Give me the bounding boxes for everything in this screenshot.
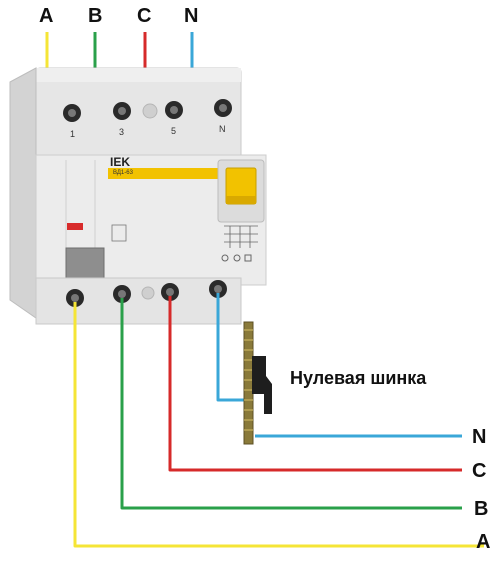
device-model: ВД1-63 bbox=[113, 170, 133, 176]
status-indicator bbox=[67, 223, 83, 230]
wire-a-out bbox=[73, 302, 484, 548]
label-right-n: N bbox=[472, 426, 487, 448]
label-top-b: B bbox=[88, 5, 103, 27]
terminal-label-5: 5 bbox=[171, 126, 177, 136]
neutral-busbar bbox=[243, 321, 272, 445]
busbar-holder bbox=[252, 356, 272, 414]
label-top-c: C bbox=[137, 5, 152, 27]
incoming-wires bbox=[45, 32, 194, 74]
wire-b-out bbox=[120, 298, 462, 510]
test-hole bbox=[142, 103, 158, 119]
circuit-schematic bbox=[224, 225, 258, 248]
brand-stripe bbox=[108, 168, 218, 179]
terminal-label-1: 1 bbox=[70, 129, 76, 139]
label-top-n: N bbox=[184, 5, 199, 27]
busbar-label: Нулевая шинка bbox=[290, 368, 427, 388]
terminal-label-n: N bbox=[219, 124, 226, 134]
terminal-label-3: 3 bbox=[119, 127, 125, 137]
label-right-b: B bbox=[474, 498, 489, 520]
test-button bbox=[65, 247, 105, 279]
label-top-a: A bbox=[39, 5, 54, 27]
rcd-device bbox=[9, 67, 267, 325]
label-right-a: A bbox=[476, 531, 491, 553]
wire-c-out bbox=[168, 296, 462, 472]
wire-n-to-busbar bbox=[216, 293, 244, 402]
outgoing-wires bbox=[73, 293, 484, 548]
label-right-c: C bbox=[472, 460, 487, 482]
device-brand: IEK bbox=[110, 155, 131, 169]
device-side bbox=[9, 67, 37, 319]
